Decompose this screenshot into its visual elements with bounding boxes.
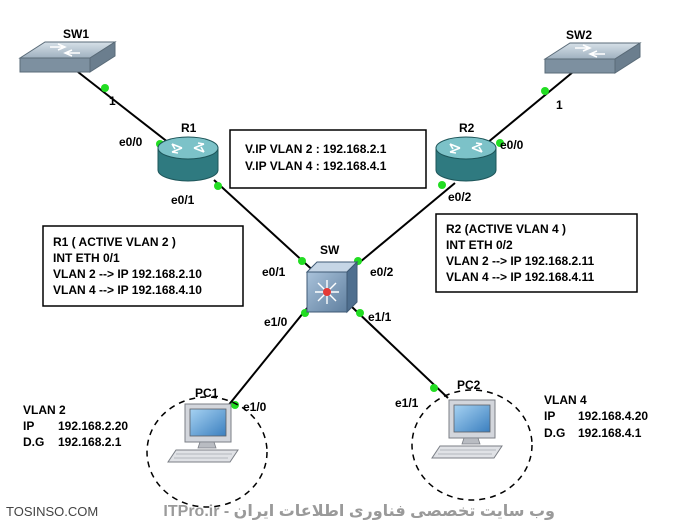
port-dot: [214, 182, 222, 190]
sw-port-e02-label: e0/2: [370, 265, 394, 279]
pc1-computer-icon[interactable]: [167, 403, 239, 463]
r1-info-line: R1 ( ACTIVE VLAN 2 ): [53, 235, 176, 249]
r2-port-e00-label: e0/0: [500, 138, 524, 152]
link-sw-pc2: [351, 306, 449, 399]
pc2-group: [411, 389, 533, 501]
pc1-group: [146, 396, 268, 508]
r1-info-box: R1 ( ACTIVE VLAN 2 ) INT ETH 0/1 VLAN 2 …: [42, 225, 244, 307]
pc1-info: VLAN 2 IP 192.168.2.20 D.G 192.168.2.1: [23, 403, 128, 449]
r2-info-line: VLAN 4 --> IP 192.168.4.11: [446, 270, 595, 284]
port-dot: [298, 257, 306, 265]
port-dot: [101, 84, 109, 92]
link-sw1-r1: [77, 71, 179, 151]
pc2-label: PC2: [457, 378, 481, 392]
sw-label: SW: [320, 243, 340, 257]
sw2-switch-icon[interactable]: [543, 42, 642, 74]
port-dot: [430, 384, 438, 392]
pc2-port-label: e1/1: [395, 396, 419, 410]
r1-port-e01-label: e0/1: [171, 193, 195, 207]
port-dot: [496, 139, 504, 147]
pc2-dashed-circle: [411, 389, 533, 501]
sw2-label: SW2: [566, 28, 592, 42]
links: [77, 71, 574, 413]
sw2-port-label: 1: [556, 98, 563, 112]
pc2-vlan: VLAN 4: [544, 393, 587, 407]
pc2-dg-value: 192.168.4.1: [578, 426, 642, 440]
sw-port-e10-label: e1/0: [264, 315, 288, 329]
sw-port-e11-label: e1/1: [368, 310, 392, 324]
pc2-computer-icon[interactable]: [431, 399, 503, 459]
pc1-dg-label: D.G: [23, 435, 44, 449]
footer-right-watermark: ITPro.ir - وب سایت تخصصی فناوری اطلاعات …: [163, 503, 555, 520]
port-dot: [438, 181, 446, 189]
pc1-dg-value: 192.168.2.1: [58, 435, 122, 449]
sw-port-e01-label: e0/1: [262, 265, 286, 279]
pc1-port-label: e1/0: [243, 400, 267, 414]
port-dot: [541, 87, 549, 95]
pc2-dg-label: D.G: [544, 426, 565, 440]
sw1-switch-icon[interactable]: [18, 41, 117, 73]
r2-info-line: INT ETH 0/2: [446, 238, 513, 252]
r1-info-line: VLAN 2 --> IP 192.168.2.10: [53, 267, 202, 281]
pc2-ip-label: IP: [544, 409, 555, 423]
r2-router-icon[interactable]: [435, 136, 497, 182]
footer-left-watermark: TOSINSO.COM: [6, 504, 98, 519]
r1-port-e00-label: e0/0: [119, 135, 143, 149]
r1-info-line: INT ETH 0/1: [53, 251, 120, 265]
pc1-vlan: VLAN 2: [23, 403, 66, 417]
pc1-label: PC1: [195, 386, 219, 400]
pc1-ip-label: IP: [23, 419, 34, 433]
r2-info-line: VLAN 2 --> IP 192.168.2.11: [446, 254, 595, 268]
vip-line: V.IP VLAN 4 : 192.168.4.1: [245, 159, 387, 173]
pc1-dashed-circle: [146, 396, 268, 508]
sw1-label: SW1: [63, 27, 89, 41]
r2-label: R2: [459, 121, 475, 135]
pc1-ip-value: 192.168.2.20: [58, 419, 128, 433]
r2-info-line: R2 (ACTIVE VLAN 4 ): [446, 222, 566, 236]
r1-label: R1: [181, 121, 197, 135]
r2-info-box: R2 (ACTIVE VLAN 4 ) INT ETH 0/2 VLAN 2 -…: [435, 213, 638, 293]
pc2-info: VLAN 4 IP 192.168.4.20 D.G 192.168.4.1: [544, 393, 648, 440]
vip-line: V.IP VLAN 2 : 192.168.2.1: [245, 142, 387, 156]
link-sw2-r2: [480, 71, 574, 149]
r1-router-icon[interactable]: [157, 136, 219, 182]
pc2-ip-value: 192.168.4.20: [578, 409, 648, 423]
sw1-port-label: 1: [109, 94, 116, 108]
sw-multilayer-switch-icon[interactable]: [305, 260, 359, 314]
port-dot: [356, 309, 364, 317]
vip-info-box: V.IP VLAN 2 : 192.168.2.1 V.IP VLAN 4 : …: [229, 129, 427, 189]
r1-info-line: VLAN 4 --> IP 192.168.4.10: [53, 283, 202, 297]
r2-port-e02-label: e0/2: [448, 190, 472, 204]
link-sw-pc1: [222, 306, 309, 413]
